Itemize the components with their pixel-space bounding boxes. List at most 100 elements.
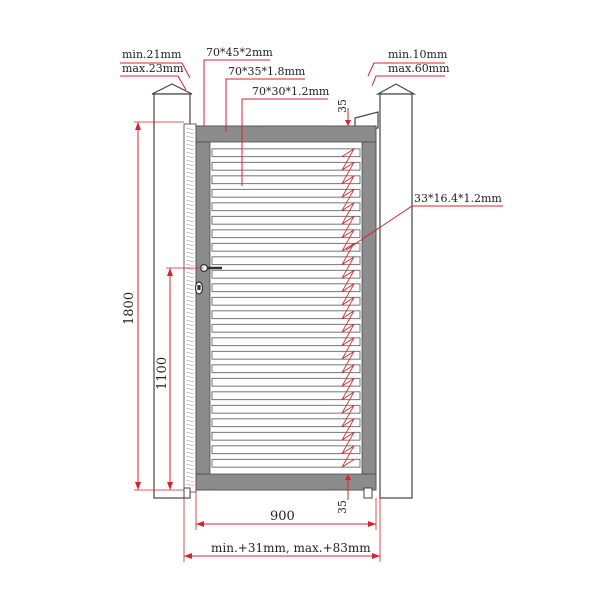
hinge-hatch <box>185 199 195 203</box>
hinge-hatch <box>185 307 195 311</box>
handle-height-label: 1100 <box>155 357 170 390</box>
slat <box>211 161 361 171</box>
hinge-hatch <box>185 143 195 147</box>
opening-arrow-left <box>184 553 192 559</box>
hinge-hatch <box>185 319 195 323</box>
hinge-hatch <box>185 427 195 431</box>
hinge-hatch <box>185 175 195 179</box>
right-post-cap <box>375 83 417 95</box>
hinge-hatch <box>185 187 195 191</box>
hinge-hatch <box>185 387 195 391</box>
hinge-hatch <box>185 203 195 207</box>
hinge-hatch <box>185 479 195 483</box>
hinge-hatch <box>185 195 195 199</box>
hinge-hatch <box>185 347 195 351</box>
hinge-hatch <box>185 231 195 235</box>
hinge-hatch <box>185 171 195 175</box>
slat <box>211 458 361 468</box>
hinge-hatch <box>185 155 195 159</box>
slat <box>211 188 361 198</box>
hinge-hatch <box>185 359 195 363</box>
slat <box>211 269 361 279</box>
total-height-label: 1800 <box>122 292 137 325</box>
lock-gap-leader <box>367 62 445 77</box>
hinge-gap-min-label: min.21mm <box>122 48 182 61</box>
slat <box>211 364 361 374</box>
inner-profile-leader <box>225 78 305 132</box>
hinge-hatch <box>185 403 195 407</box>
rail-profile-label: 70*30*1.2mm <box>252 85 330 98</box>
hinge-hatch <box>185 415 195 419</box>
hinge-hatch <box>185 367 195 371</box>
hinge-hatch <box>185 243 195 247</box>
hinge-hatch <box>185 139 195 143</box>
hinge-gap-leader <box>120 62 191 79</box>
hinge-hatch <box>185 407 195 411</box>
hinge-hatch <box>185 235 195 239</box>
hinge-hatch <box>185 151 195 155</box>
top-offset-label: 35 <box>336 99 349 113</box>
hinge-hatch <box>185 147 195 151</box>
slat <box>211 404 361 414</box>
hinge-foot <box>183 487 191 499</box>
right-post <box>354 83 417 499</box>
slat-group <box>211 148 361 468</box>
slat-end-markers <box>341 148 355 468</box>
hinge-hatch <box>185 391 195 395</box>
slat <box>211 175 361 185</box>
hinge-hatch <box>185 423 195 427</box>
lock-gap-max-label: max.60mm <box>388 62 450 75</box>
lock-gap-min-label: min.10mm <box>388 48 448 61</box>
hinge-hatch <box>185 287 195 291</box>
hinge-hatch <box>185 207 195 211</box>
slat <box>211 418 361 428</box>
hinge-hatch <box>185 295 195 299</box>
hinge-hatch <box>185 459 195 463</box>
slat <box>211 350 361 360</box>
gate-width-label: 900 <box>270 509 295 524</box>
hinge-hatch <box>185 259 195 263</box>
hinge-hatch <box>185 351 195 355</box>
hinge-hatch <box>185 159 195 163</box>
bottom-offset-arrow <box>345 474 351 480</box>
hinge-gap-leader-2 <box>120 75 187 91</box>
hinge-hatch <box>185 447 195 451</box>
hinge-hatch <box>185 419 195 423</box>
hinge-hatch <box>185 335 195 339</box>
hinge-hatch <box>185 383 195 387</box>
hinge-hatch <box>185 343 195 347</box>
hinge-hatch <box>185 327 195 331</box>
inner-profile-label: 70*35*1.8mm <box>228 65 306 78</box>
hinge-hatch <box>185 451 195 455</box>
lock-gap-leader-2 <box>371 75 445 87</box>
frame-top-rail <box>195 125 377 143</box>
hinge-hatch <box>185 215 195 219</box>
hinge-hatch <box>185 239 195 243</box>
hinge-hatch <box>185 219 195 223</box>
hinge-hatch <box>185 271 195 275</box>
hinge-hatch <box>185 223 195 227</box>
hinge-hatch <box>185 435 195 439</box>
bottom-offset-label: 35 <box>336 500 349 514</box>
hinge-hatch <box>185 363 195 367</box>
latch-keeper <box>354 111 379 129</box>
hinge-hatch <box>185 179 195 183</box>
hinge-hatch <box>185 483 195 487</box>
drop-bolt <box>363 487 373 499</box>
hinge-gap-max-label: max.23mm <box>122 62 184 75</box>
slat <box>211 296 361 306</box>
hinge-hatch <box>185 411 195 415</box>
hinge-hatch <box>185 275 195 279</box>
frame-left-stile <box>195 125 211 491</box>
hinge-hatch <box>185 163 195 167</box>
slat <box>211 148 361 158</box>
height-arrow-top <box>135 122 141 130</box>
slat <box>211 377 361 387</box>
hinge-hatch <box>185 355 195 359</box>
hinge-hatch <box>185 135 195 139</box>
slat-profile-leader <box>345 205 503 251</box>
hinge-hatch <box>185 443 195 447</box>
hinge-hatch <box>185 331 195 335</box>
